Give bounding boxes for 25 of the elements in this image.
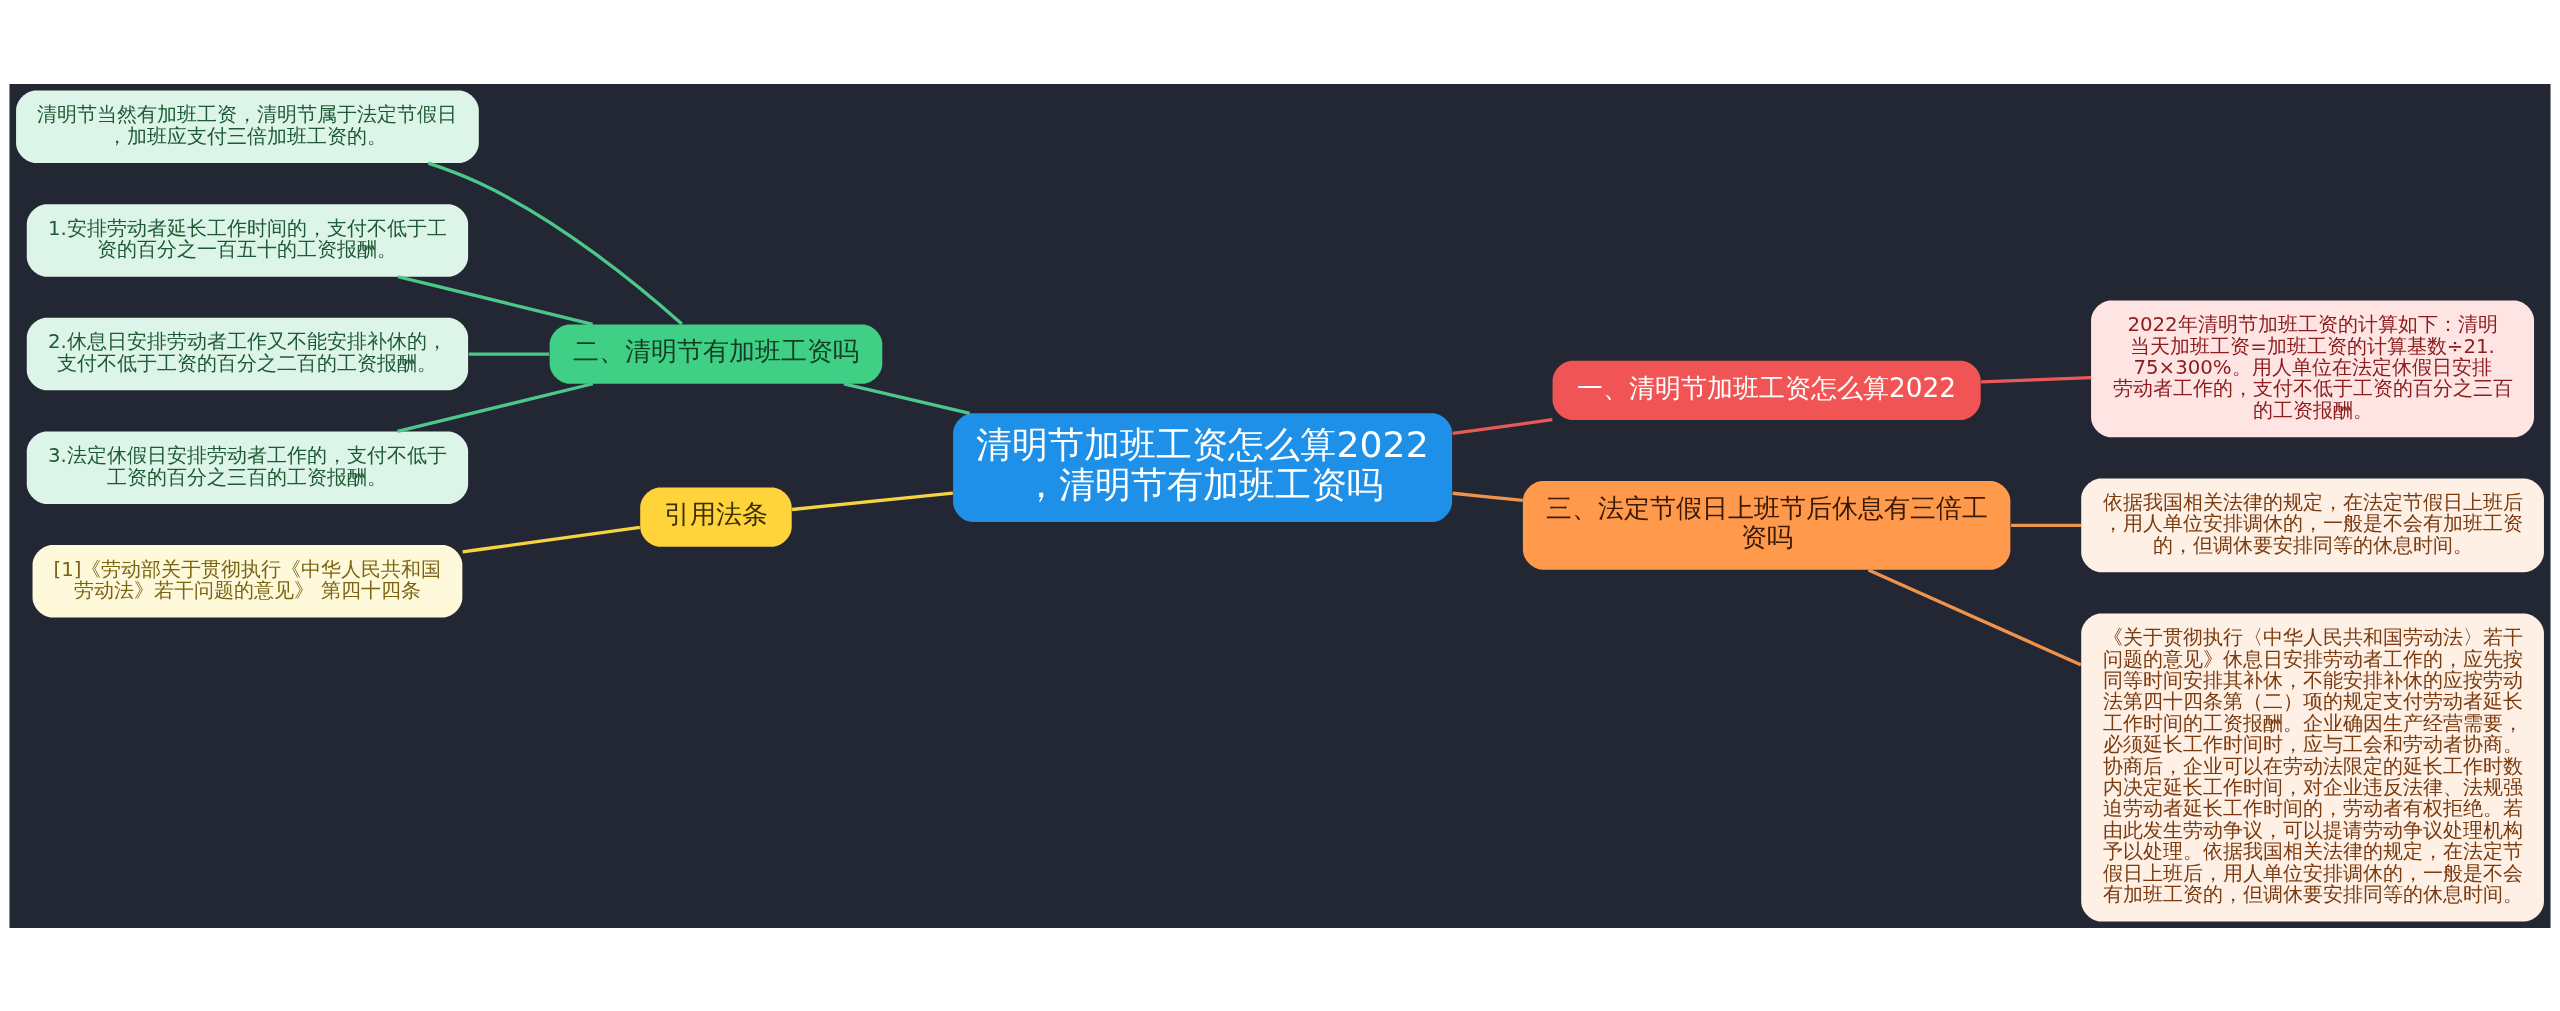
node-box: 1.安排劳动者延长工作时间的，支付不低于工资的百分之一百五十的工资报酬。 [26,203,469,277]
node-box: 一、清明节加班工资怎么算2022 [1552,360,1981,420]
connector [397,381,594,433]
node-box: 依据我国相关法律的规定，在法定节假日上班后，用人单位安排调休的，一般是不会有加班工资的，但调休要安排同等的休息时间。 [2081,477,2544,572]
connector [791,490,953,511]
connector [1981,375,2092,384]
connector [462,525,641,553]
connector [1452,417,1553,435]
node-box: [1]《劳动部关于贯彻执行《中华人民共和国劳动法》若干问题的意见》 第四十四条 [32,544,463,618]
node-box: 清明节加班工资怎么算2022，清明节有加班工资吗 [953,412,1453,522]
node-box: 二、清明节有加班工资吗 [549,323,883,384]
connector [843,381,970,415]
node-box: 《关于贯彻执行〈中华人民共和国劳动法〉若干问题的意见》休息日安排劳动者工作的，应先按同等时间安排其补休，不能安排补休的应按劳动法第四十四条第（二）项的规定支付劳动者延长工作时间的工资报酬。企业确因生产经营需要，必须延长工作时间时，应与工会和劳动者协商。协商后，企业可以在劳动法限定的延长工作时数内决定延长工作时间，对企业违反法律、法规强迫劳动者延长工作时间的，劳动者有权拒绝。若由此发生劳动争议，可以提请劳动争议处理机构予以处理。依据我国相关法律的规定，在法定节假日上班后，用人单位安排调休的，一般是不会有加班工资的，但调休要安排同等的休息时间。 [2081,612,2544,921]
node-box: 三、法定节假日上班节后休息有三倍工资吗 [1522,480,2011,570]
connector [397,274,594,326]
connector [1867,568,2082,666]
connector [2011,523,2082,527]
node-box: 2022年清明节加班工资的计算如下：清明当天加班工资=加班工资的计算基数÷21.75×300%。用人单位在法定休假日安排劳动者工作的，支付不低于工资的百分之三百的工资报酬。 [2091,300,2535,437]
node-box: 引用法条 [640,486,792,547]
node-box: 清明节当然有加班工资，清明节属于法定节假日，加班应支付三倍加班工资的。 [16,90,479,163]
node-box: 2.休息日安排劳动者工作又不能安排补休的，支付不低于工资的百分之二百的工资报酬。 [26,317,469,390]
connector [1452,491,1523,502]
node-box: 3.法定休假日安排劳动者工作的，支付不低于工资的百分之三百的工资报酬。 [26,431,469,504]
connector [468,351,550,356]
connector [427,161,683,325]
